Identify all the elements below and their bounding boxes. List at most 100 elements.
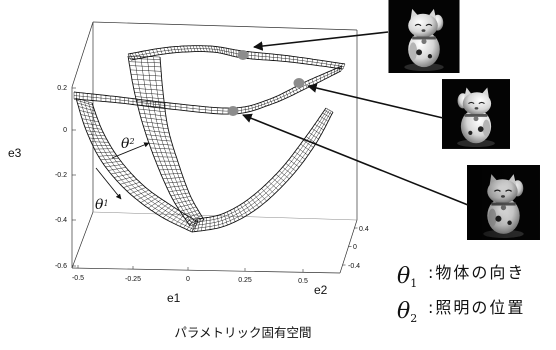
mesh-line xyxy=(152,152,176,154)
mesh-line xyxy=(141,121,168,125)
box-left-bottom-depth-edge xyxy=(71,211,94,269)
e3-tick-label: -0.2 xyxy=(55,172,67,179)
mesh-line xyxy=(130,51,344,70)
mesh-line xyxy=(129,65,161,68)
mesh-line xyxy=(153,156,177,158)
mesh-line xyxy=(189,219,205,227)
theta2-direction-arrow xyxy=(111,142,150,159)
mesh-line xyxy=(192,110,332,230)
e2-tick-label: 0 xyxy=(353,244,357,251)
mesh-line xyxy=(127,45,346,65)
e1-tick-label: -0.5 xyxy=(72,275,84,282)
mesh-line xyxy=(179,206,197,212)
mesh-line xyxy=(134,56,193,225)
mesh-line xyxy=(131,78,162,82)
theta1-subscript: 1 xyxy=(103,199,108,208)
cat-photo-middle-image xyxy=(442,78,510,150)
box-left-top-depth-edge xyxy=(71,21,94,88)
mesh-line xyxy=(147,138,172,142)
mesh-line xyxy=(136,100,165,104)
e1-tick-label: 0.25 xyxy=(238,277,252,284)
axes-box xyxy=(71,21,358,274)
mesh-line xyxy=(129,48,345,67)
mesh-line xyxy=(135,96,164,100)
mesh-line xyxy=(160,173,182,175)
mesh-line xyxy=(182,209,199,216)
mesh-line xyxy=(188,217,204,225)
mesh-line xyxy=(128,61,161,64)
mesh-line xyxy=(159,56,205,221)
e1-tick-label: 0 xyxy=(186,276,190,283)
mesh-line xyxy=(133,88,163,91)
mesh-line xyxy=(79,99,194,230)
mesh-line xyxy=(143,125,169,130)
mesh-line xyxy=(191,111,334,233)
mesh-line xyxy=(193,109,330,226)
mesh-line xyxy=(184,212,201,219)
mesh-line xyxy=(140,117,167,121)
legend-theta2-symbol: θ xyxy=(397,299,410,324)
mesh-line xyxy=(194,108,328,223)
e1-axis: -0.5 -0.25 0 0.25 0.5 e1 xyxy=(72,265,308,305)
e2-tick-label: 0.4 xyxy=(359,226,369,233)
mesh-line xyxy=(132,83,163,86)
e2-axis: 0.4 0 -0.4 e2 xyxy=(314,226,369,297)
mesh-line xyxy=(177,203,195,208)
mesh-line xyxy=(175,199,193,204)
mesh-line xyxy=(139,112,166,117)
box-back-top-edge xyxy=(92,21,358,31)
mesh-line xyxy=(166,185,187,188)
theta1-direction-arrow xyxy=(95,167,122,200)
manifold-point-top xyxy=(237,50,249,60)
legend-theta1-description: :物体の向き xyxy=(428,263,525,282)
mesh-line xyxy=(186,215,202,222)
e3-tick-label: 0.2 xyxy=(57,85,67,92)
mesh-line xyxy=(131,74,162,77)
manifold-points xyxy=(227,50,305,116)
arrow-top-photo-to-point xyxy=(253,31,389,51)
mesh-line xyxy=(83,100,196,228)
mesh-line xyxy=(130,69,162,72)
e3-tick-label: -0.4 xyxy=(55,217,67,224)
mesh-line xyxy=(138,108,166,113)
mesh-line xyxy=(144,129,170,134)
mesh-line xyxy=(73,68,342,112)
legend-theta1: θ1 xyxy=(397,264,417,290)
mesh-line xyxy=(172,196,191,200)
mesh-line xyxy=(91,102,199,223)
arrow-bottom-photo-to-point xyxy=(242,113,469,206)
mesh-line xyxy=(87,101,197,225)
mesh-line xyxy=(128,58,161,60)
legend-theta1-symbol: θ xyxy=(397,264,410,289)
manifold-point-middle xyxy=(293,78,305,88)
e1-tick-label: -0.25 xyxy=(125,276,141,283)
theta1-symbol: θ xyxy=(95,197,104,213)
legend: θ1 :物体の向き θ2 :照明の位置 xyxy=(397,263,525,325)
e3-axis: 0.2 0 -0.2 -0.4 -0.6 e3 xyxy=(8,85,76,270)
cat-photo-middle xyxy=(442,78,510,150)
mesh-line xyxy=(162,177,184,180)
legend-theta2: θ2 xyxy=(397,299,417,325)
legend-theta2-subscript: 2 xyxy=(410,312,417,325)
mesh-line xyxy=(134,92,164,95)
mesh-line xyxy=(164,181,185,184)
mesh-line xyxy=(159,169,181,171)
e2-axis-label: e2 xyxy=(314,283,328,297)
e3-axis-label: e3 xyxy=(8,146,22,160)
theta2-plot-label: θ2 xyxy=(121,136,135,152)
mesh-line xyxy=(146,56,199,223)
mesh-line xyxy=(150,147,174,150)
mesh-line xyxy=(73,70,342,115)
mesh-line xyxy=(170,192,190,196)
e3-tick-label: 0 xyxy=(63,127,67,134)
e1-axis-label: e1 xyxy=(167,291,181,305)
e1-tick-label: 0.5 xyxy=(298,278,308,285)
theta1-plot-label: θ1 xyxy=(95,197,109,213)
legend-theta2-description: :照明の位置 xyxy=(428,298,525,317)
mesh-line xyxy=(145,134,171,138)
e3-tick-label: -0.6 xyxy=(55,263,67,270)
theta2-symbol: θ xyxy=(121,136,130,152)
theta2-subscript: 2 xyxy=(128,137,134,146)
legend-theta1-subscript: 1 xyxy=(410,277,417,290)
